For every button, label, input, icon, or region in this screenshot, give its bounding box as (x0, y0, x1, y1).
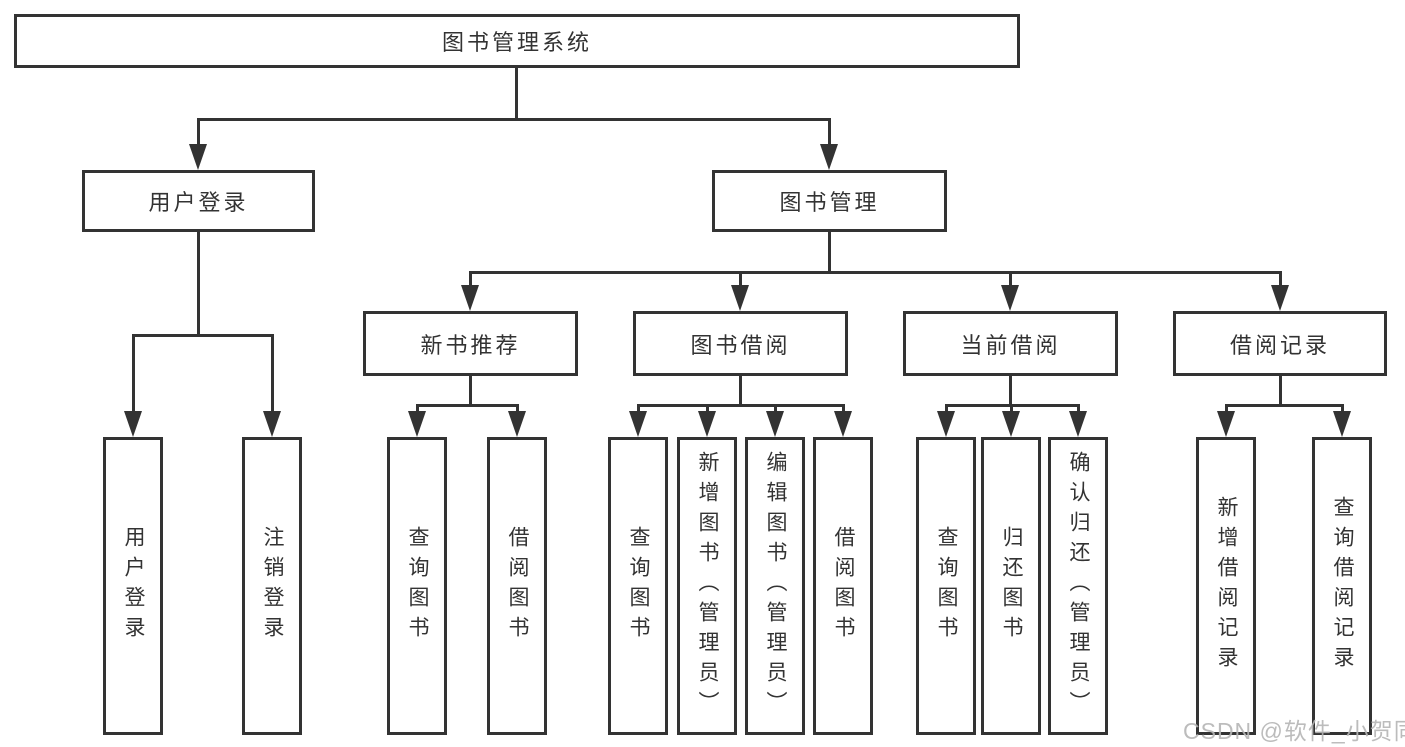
connector-vline (197, 118, 200, 146)
node-logout-login: 注销登录 (242, 437, 302, 735)
connector-vline (1341, 404, 1344, 416)
connector-vline (637, 404, 640, 416)
connector-hline (469, 271, 1282, 274)
connector-vline (271, 334, 274, 414)
connector-arrowhead (1217, 411, 1235, 437)
connector-vline (515, 68, 518, 121)
connector-vline (828, 232, 831, 274)
connector-vline (774, 404, 777, 416)
node-borrow-books-recommend: 借阅图书 (487, 437, 547, 735)
connector-hline (197, 118, 831, 121)
connector-arrowhead (698, 411, 716, 437)
connector-hline (637, 404, 845, 407)
connector-arrowhead (820, 144, 838, 170)
node-user-login: 用户登录 (82, 170, 315, 232)
connector-vline (132, 334, 135, 414)
node-book-borrow: 图书借阅 (633, 311, 848, 376)
connector-arrowhead (263, 411, 281, 437)
node-query-books-current: 查询图书 (916, 437, 976, 735)
node-book-management: 图书管理 (712, 170, 947, 232)
connector-arrowhead (189, 144, 207, 170)
node-edit-book-admin: 编辑图书（管理员） (745, 437, 805, 735)
node-add-borrow-record: 新增借阅记录 (1196, 437, 1256, 735)
connector-arrowhead (766, 411, 784, 437)
connector-arrowhead (408, 411, 426, 437)
node-current-borrow: 当前借阅 (903, 311, 1118, 376)
connector-hline (1225, 404, 1344, 407)
node-query-books-recommend: 查询图书 (387, 437, 447, 735)
node-add-book-admin: 新增图书（管理员） (677, 437, 737, 735)
connector-vline (706, 404, 709, 416)
connector-vline (945, 404, 948, 416)
node-query-books-borrow: 查询图书 (608, 437, 668, 735)
node-query-borrow-record: 查询借阅记录 (1312, 437, 1372, 735)
connector-vline (469, 376, 472, 407)
connector-arrowhead (937, 411, 955, 437)
connector-arrowhead (1333, 411, 1351, 437)
connector-vline (828, 118, 831, 146)
connector-vline (739, 376, 742, 407)
node-borrow-records: 借阅记录 (1173, 311, 1387, 376)
connector-arrowhead (834, 411, 852, 437)
connector-vline (1279, 376, 1282, 407)
node-new-book-recommend: 新书推荐 (363, 311, 578, 376)
connector-arrowhead (124, 411, 142, 437)
connector-vline (842, 404, 845, 416)
node-confirm-return-admin: 确认归还（管理员） (1048, 437, 1108, 735)
connector-vline (739, 271, 742, 289)
connector-arrowhead (1002, 411, 1020, 437)
connector-vline (1279, 271, 1282, 289)
connector-hline (416, 404, 519, 407)
connector-arrowhead (508, 411, 526, 437)
connector-arrowhead (629, 411, 647, 437)
node-return-book: 归还图书 (981, 437, 1041, 735)
connector-hline (132, 334, 274, 337)
connector-vline (1077, 404, 1080, 416)
node-library-management-system: 图书管理系统 (14, 14, 1020, 68)
connector-arrowhead (1271, 285, 1289, 311)
connector-arrowhead (1069, 411, 1087, 437)
connector-vline (1010, 404, 1013, 416)
node-user-login-leaf: 用户登录 (103, 437, 163, 735)
connector-vline (1225, 404, 1228, 416)
connector-arrowhead (731, 285, 749, 311)
connector-vline (469, 271, 472, 289)
connector-vline (1009, 271, 1012, 289)
connector-vline (1009, 376, 1012, 407)
connector-arrowhead (1001, 285, 1019, 311)
node-borrow-books-leaf: 借阅图书 (813, 437, 873, 735)
connector-vline (197, 232, 200, 336)
connector-vline (416, 404, 419, 416)
connector-arrowhead (461, 285, 479, 311)
watermark: CSDN @软件_小贺同学 (1183, 718, 1405, 744)
connector-vline (516, 404, 519, 416)
